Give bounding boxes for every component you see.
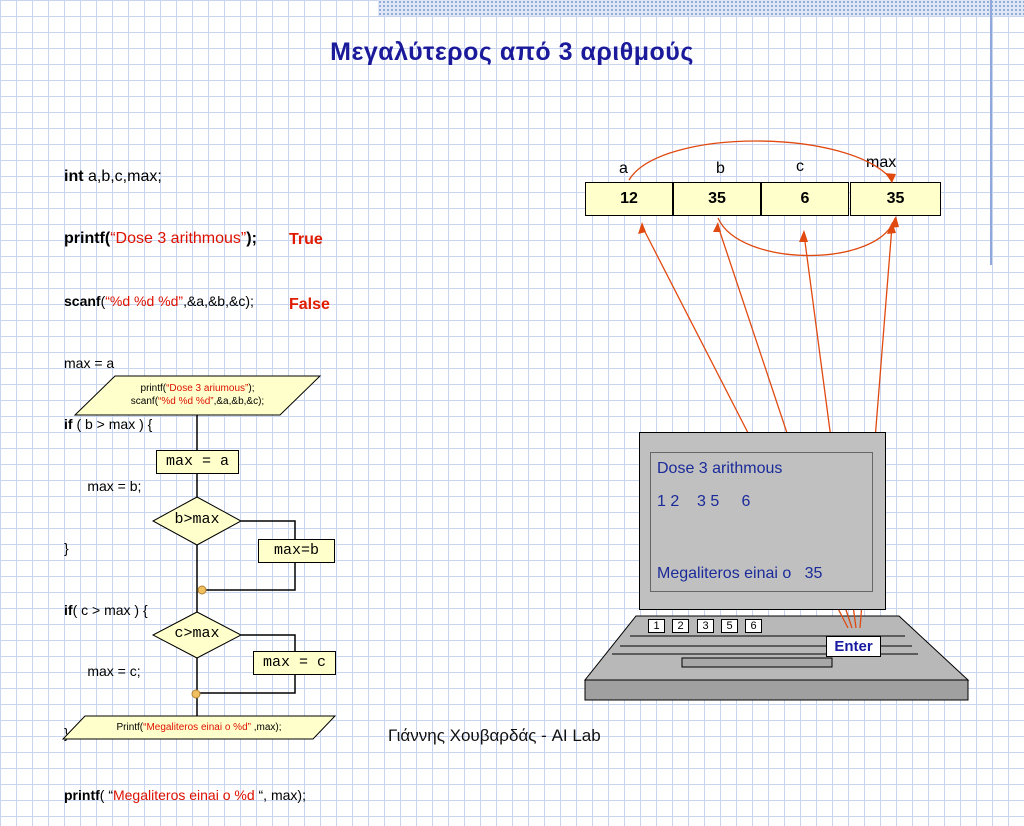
key-3[interactable]: 3 [697, 619, 714, 633]
arrow-heads [638, 173, 899, 242]
connector-assign3-merge [197, 675, 296, 694]
code-line-9: max = c; [64, 663, 141, 680]
var-cell-b: 35 [673, 182, 761, 216]
merge-point-2 [191, 689, 201, 699]
screen-line-1: Dose 3 arithmous [657, 460, 783, 477]
flowchart-input-text: printf(“Dose 3 ariumous”);scanf(“%d %d %… [130, 383, 265, 407]
false-label: False [289, 296, 330, 313]
flowchart-assign-max-c: max = c [253, 651, 336, 675]
key-2[interactable]: 2 [672, 619, 689, 633]
code-line-7: } [64, 539, 69, 556]
screen-line-2: 1 2 3 5 6 [657, 493, 751, 510]
flowchart-connectors [196, 415, 296, 716]
code-line-11: printf( “Megaliteros einai o %d “, max); [64, 787, 306, 803]
flowchart-assign-max-b: max=b [258, 539, 335, 563]
merge-point-1 [197, 585, 207, 595]
var-label-max: max [866, 154, 897, 171]
screen-line-3: Megaliteros einai o 35 [657, 565, 823, 582]
var-cell-max: 35 [850, 182, 941, 216]
arrow-b-to-max [717, 217, 896, 257]
laptop-base-front [584, 679, 969, 701]
footer-author: Γιάννης Χουβαρδάς - AI Lab [388, 726, 601, 745]
flowchart-cond2-shape [151, 611, 243, 659]
connector-cond1-true [241, 520, 296, 539]
code-line-4: max = a [64, 354, 115, 371]
connector-assign2-merge [197, 563, 296, 591]
arrowhead-max [887, 222, 896, 234]
code-line-3: scanf(“%d %d %d”,&a,&b,&c); [64, 292, 254, 309]
page-title: Μεγαλύτερος από 3 αριθμούς [330, 38, 694, 66]
connector-cond2-true [241, 634, 296, 651]
flowchart-cond-c-gt-max: c>max [174, 625, 220, 642]
var-label-a: a [619, 160, 628, 177]
right-decor-line [990, 0, 992, 265]
top-decor-band [378, 0, 1024, 16]
arrowhead-b-to-max [889, 216, 899, 228]
key-5[interactable]: 5 [721, 619, 738, 633]
laptop-screen [650, 452, 873, 592]
key-1[interactable]: 1 [648, 619, 665, 633]
true-label: True [289, 231, 323, 248]
arrowhead-a [638, 222, 646, 234]
flowchart-output-shape [61, 715, 337, 740]
flowchart-output-text: Printf(“Megaliteros einai o %d” ,max); [116, 722, 282, 733]
code-line-8: if( c > max ) { [64, 601, 148, 618]
arrowhead-c [799, 230, 808, 242]
code-line-10: } [64, 725, 69, 742]
flowchart-cond-b-gt-max: b>max [174, 511, 220, 528]
laptop-spacebar [681, 657, 833, 668]
var-cell-a: 12 [585, 182, 673, 216]
enter-key[interactable]: Enter [826, 636, 881, 657]
code-line-2: printf(“Dose 3 arithmous”); [64, 229, 257, 247]
code-line-6: max = b; [64, 478, 142, 495]
code-line-5: if ( b > max ) { [64, 416, 153, 433]
var-cell-c: 6 [761, 182, 849, 216]
arrowhead-a-to-max [885, 173, 896, 183]
flowchart-input-shape [73, 375, 322, 416]
code-listing: int a,b,c,max; printf(“Dose 3 arithmous”… [64, 126, 306, 826]
flowchart-assign-max-a: max = a [156, 450, 239, 474]
flowchart-cond1-shape [151, 496, 243, 546]
var-label-b: b [716, 160, 725, 177]
arrow-a-to-max [628, 140, 893, 181]
key-6[interactable]: 6 [745, 619, 762, 633]
code-line-1: int a,b,c,max; [64, 168, 162, 186]
laptop-base [583, 615, 970, 681]
arrowhead-b [713, 222, 721, 232]
var-label-c: c [796, 158, 804, 175]
